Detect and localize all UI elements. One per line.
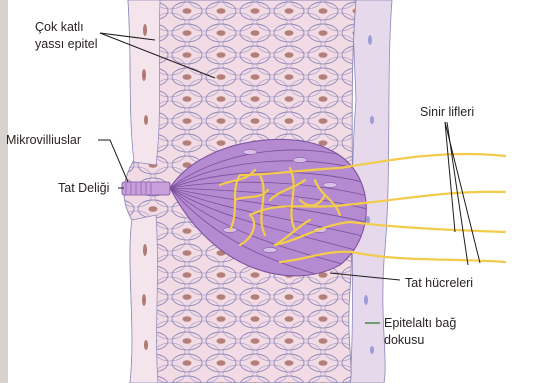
label-taste-cells: Tat hücreleri <box>405 276 473 291</box>
gutter <box>0 0 8 383</box>
label-epithelium-1: Çok katlı <box>35 20 84 35</box>
label-taste-pore: Tat Deliği <box>58 181 109 196</box>
label-connective-2: dokusu <box>384 333 424 348</box>
label-epithelium-2: yassı epitel <box>35 37 98 52</box>
label-nerve-fibers: Sinir lifleri <box>420 105 474 120</box>
label-connective-1: Epitelaltı bağ <box>384 316 456 331</box>
label-microvilli: Mikrovilliuslar <box>6 133 81 148</box>
